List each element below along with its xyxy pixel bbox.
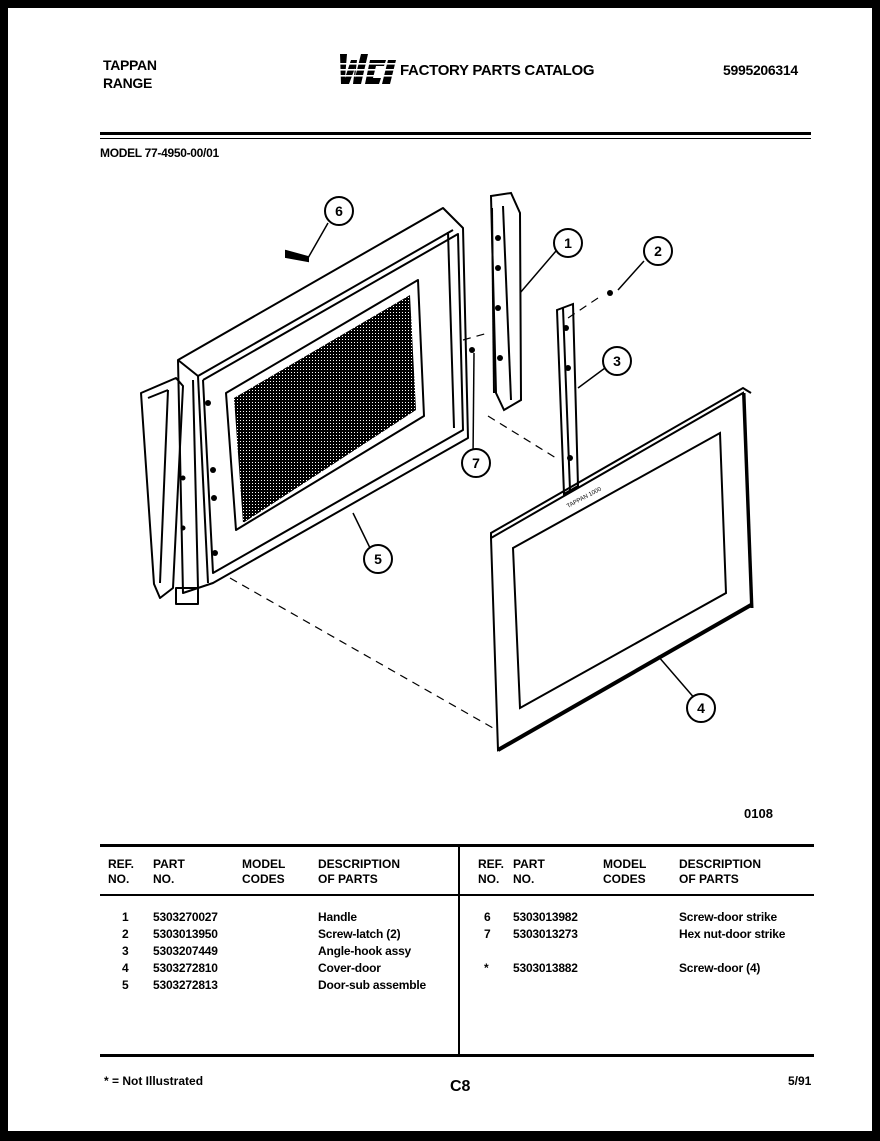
table-bottom-rule [100, 1054, 814, 1057]
callout-label-3: 3 [613, 353, 621, 369]
callout-label-7: 7 [472, 455, 480, 471]
door-strike-screw [285, 249, 309, 263]
callout-label-1: 1 [564, 235, 572, 251]
model-number: MODEL 77-4950-00/01 [100, 146, 219, 160]
callout-label-4: 4 [697, 700, 705, 716]
callout-1 [553, 228, 583, 258]
hex-nut [469, 347, 475, 353]
header-rule-thin [100, 138, 811, 139]
callout-2 [643, 236, 673, 266]
callout-3 [602, 346, 632, 376]
header-ref: REF.NO. [108, 857, 135, 886]
door-sub-assembly [177, 207, 469, 594]
header-ref-right: REF.NO. [478, 857, 505, 886]
screw-latch [607, 290, 613, 296]
angle-hook-assembly [555, 302, 580, 496]
exploded-door-diagram: 6 1 2 3 7 5 4 TAPPAN 1000 [140, 191, 754, 752]
product-type: RANGE [103, 75, 153, 91]
callout-7 [461, 448, 491, 478]
table-header-rule [100, 894, 814, 896]
callout-5 [363, 544, 393, 574]
header-rule [100, 132, 811, 135]
callout-label-5: 5 [374, 551, 382, 567]
wci-logo-icon [336, 54, 396, 84]
callout-label-6: 6 [335, 203, 343, 219]
cover-door [489, 391, 753, 752]
table-divider [458, 844, 460, 1054]
callout-label-2: 2 [654, 243, 662, 259]
catalog-page: TAPPAN RANGE FACTORY PARTS CATALOG 59952… [8, 8, 872, 1131]
figure-code: 0108 [744, 806, 773, 821]
door-handle [489, 191, 523, 412]
brand-name: TAPPAN [103, 57, 157, 73]
callout-4 [686, 693, 716, 723]
window-mesh [234, 295, 416, 523]
not-illustrated-note: * = Not Illustrated [104, 1074, 204, 1088]
catalog-number: 5995206314 [723, 62, 798, 78]
catalog-title: FACTORY PARTS CATALOG [400, 62, 595, 79]
page-number: C8 [450, 1078, 471, 1095]
revision-date: 5/91 [788, 1074, 812, 1088]
table-top-rule [100, 844, 814, 847]
callout-6 [324, 196, 354, 226]
brand-block: TAPPAN RANGE [103, 56, 157, 92]
hinge-bracket [140, 377, 184, 599]
